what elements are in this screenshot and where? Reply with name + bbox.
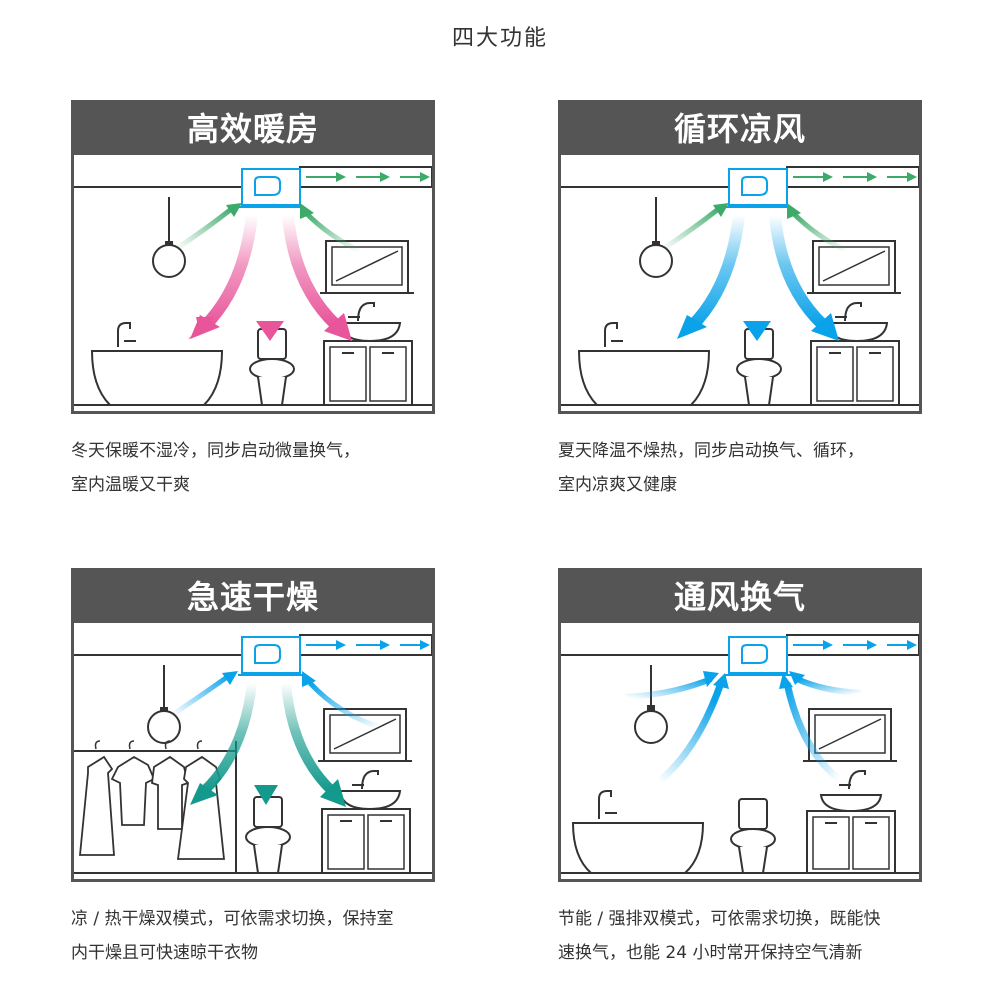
cabinet-icon [323, 340, 413, 406]
toilet-icon [249, 328, 295, 406]
desc-line: 室内温暖又干爽 [71, 475, 190, 495]
airflow-arrow-icon [170, 671, 381, 730]
panel-drying: 急速干燥 [71, 568, 435, 882]
toilet-icon [730, 798, 776, 874]
exhaust-arrow-icon [793, 640, 917, 650]
cool-flow-arrow-icon [677, 214, 839, 341]
panel-title: 通风换气 [561, 571, 919, 623]
heating-scene [74, 166, 432, 406]
panel-desc-cooling: 夏天降温不燥热，同步启动换气、循环， 室内凉爽又健康 [558, 434, 938, 502]
panel-desc-heating: 冬天保暖不湿冷，同步启动微量换气， 室内温暖又干爽 [71, 434, 451, 502]
mirror-icon [320, 240, 414, 294]
pendant-lamp-icon [639, 197, 673, 278]
fan-unit-icon [725, 168, 791, 208]
mirror-icon [803, 708, 897, 762]
mirror-icon [318, 708, 412, 762]
exhaust-arrow-icon [306, 172, 430, 182]
exhaust-arrow-icon [306, 640, 430, 650]
sink-icon [338, 770, 402, 811]
desc-line: 室内凉爽又健康 [558, 475, 677, 495]
dry-flow-arrow-icon [190, 682, 346, 807]
fan-unit-icon [238, 168, 304, 208]
airflow-arrow-icon [661, 203, 849, 254]
panel-desc-drying: 凉 / 热干燥双模式，可依需求切换，保持室 内干燥且可快速晾干衣物 [71, 902, 451, 970]
airflow-arrow-icon [624, 671, 862, 784]
cabinet-icon [806, 810, 896, 874]
drying-scene [74, 634, 432, 874]
pendant-lamp-icon [147, 665, 181, 744]
exhaust-arrow-icon [793, 172, 917, 182]
desc-line: 凉 / 热干燥双模式，可依需求切换，保持室 [71, 909, 394, 929]
toilet-icon [736, 328, 782, 406]
page-title: 四大功能 [451, 26, 548, 51]
cabinet-icon [321, 808, 411, 874]
desc-line: 速换气，也能 24 小时常开保持空气清新 [558, 943, 863, 963]
panel-desc-ventilation: 节能 / 强排双模式，可依需求切换，既能快 速换气，也能 24 小时常开保持空气… [558, 902, 938, 970]
panel-ventilation: 通风换气 [558, 568, 922, 882]
panel-cooling: 循环凉风 [558, 100, 922, 414]
mirror-icon [807, 240, 901, 294]
cooling-scene [561, 166, 919, 406]
panel-title: 急速干燥 [74, 571, 432, 623]
fan-unit-icon [725, 636, 791, 676]
ventilation-scene [561, 634, 919, 874]
cabinet-icon [810, 340, 900, 406]
bathtub-icon [90, 322, 224, 406]
desc-line: 节能 / 强排双模式，可依需求切换，既能快 [558, 909, 881, 929]
desc-line: 内干燥且可快速晾干衣物 [71, 943, 258, 963]
desc-line: 冬天保暖不湿冷，同步启动微量换气， [71, 441, 360, 461]
panel-title: 高效暖房 [74, 103, 432, 155]
sink-icon [819, 770, 883, 813]
clothes-icon [74, 740, 237, 873]
bathtub-icon [577, 322, 711, 406]
bathtub-icon [571, 790, 705, 874]
airflow-arrow-icon [174, 203, 362, 254]
toilet-icon [245, 796, 291, 874]
panel-title: 循环凉风 [561, 103, 919, 155]
heat-flow-arrow-icon [188, 214, 352, 341]
pendant-lamp-icon [634, 665, 668, 744]
panel-heating: 高效暖房 [71, 100, 435, 414]
pendant-lamp-icon [152, 197, 186, 278]
desc-line: 夏天降温不燥热，同步启动换气、循环， [558, 441, 864, 461]
fan-unit-icon [238, 636, 304, 676]
